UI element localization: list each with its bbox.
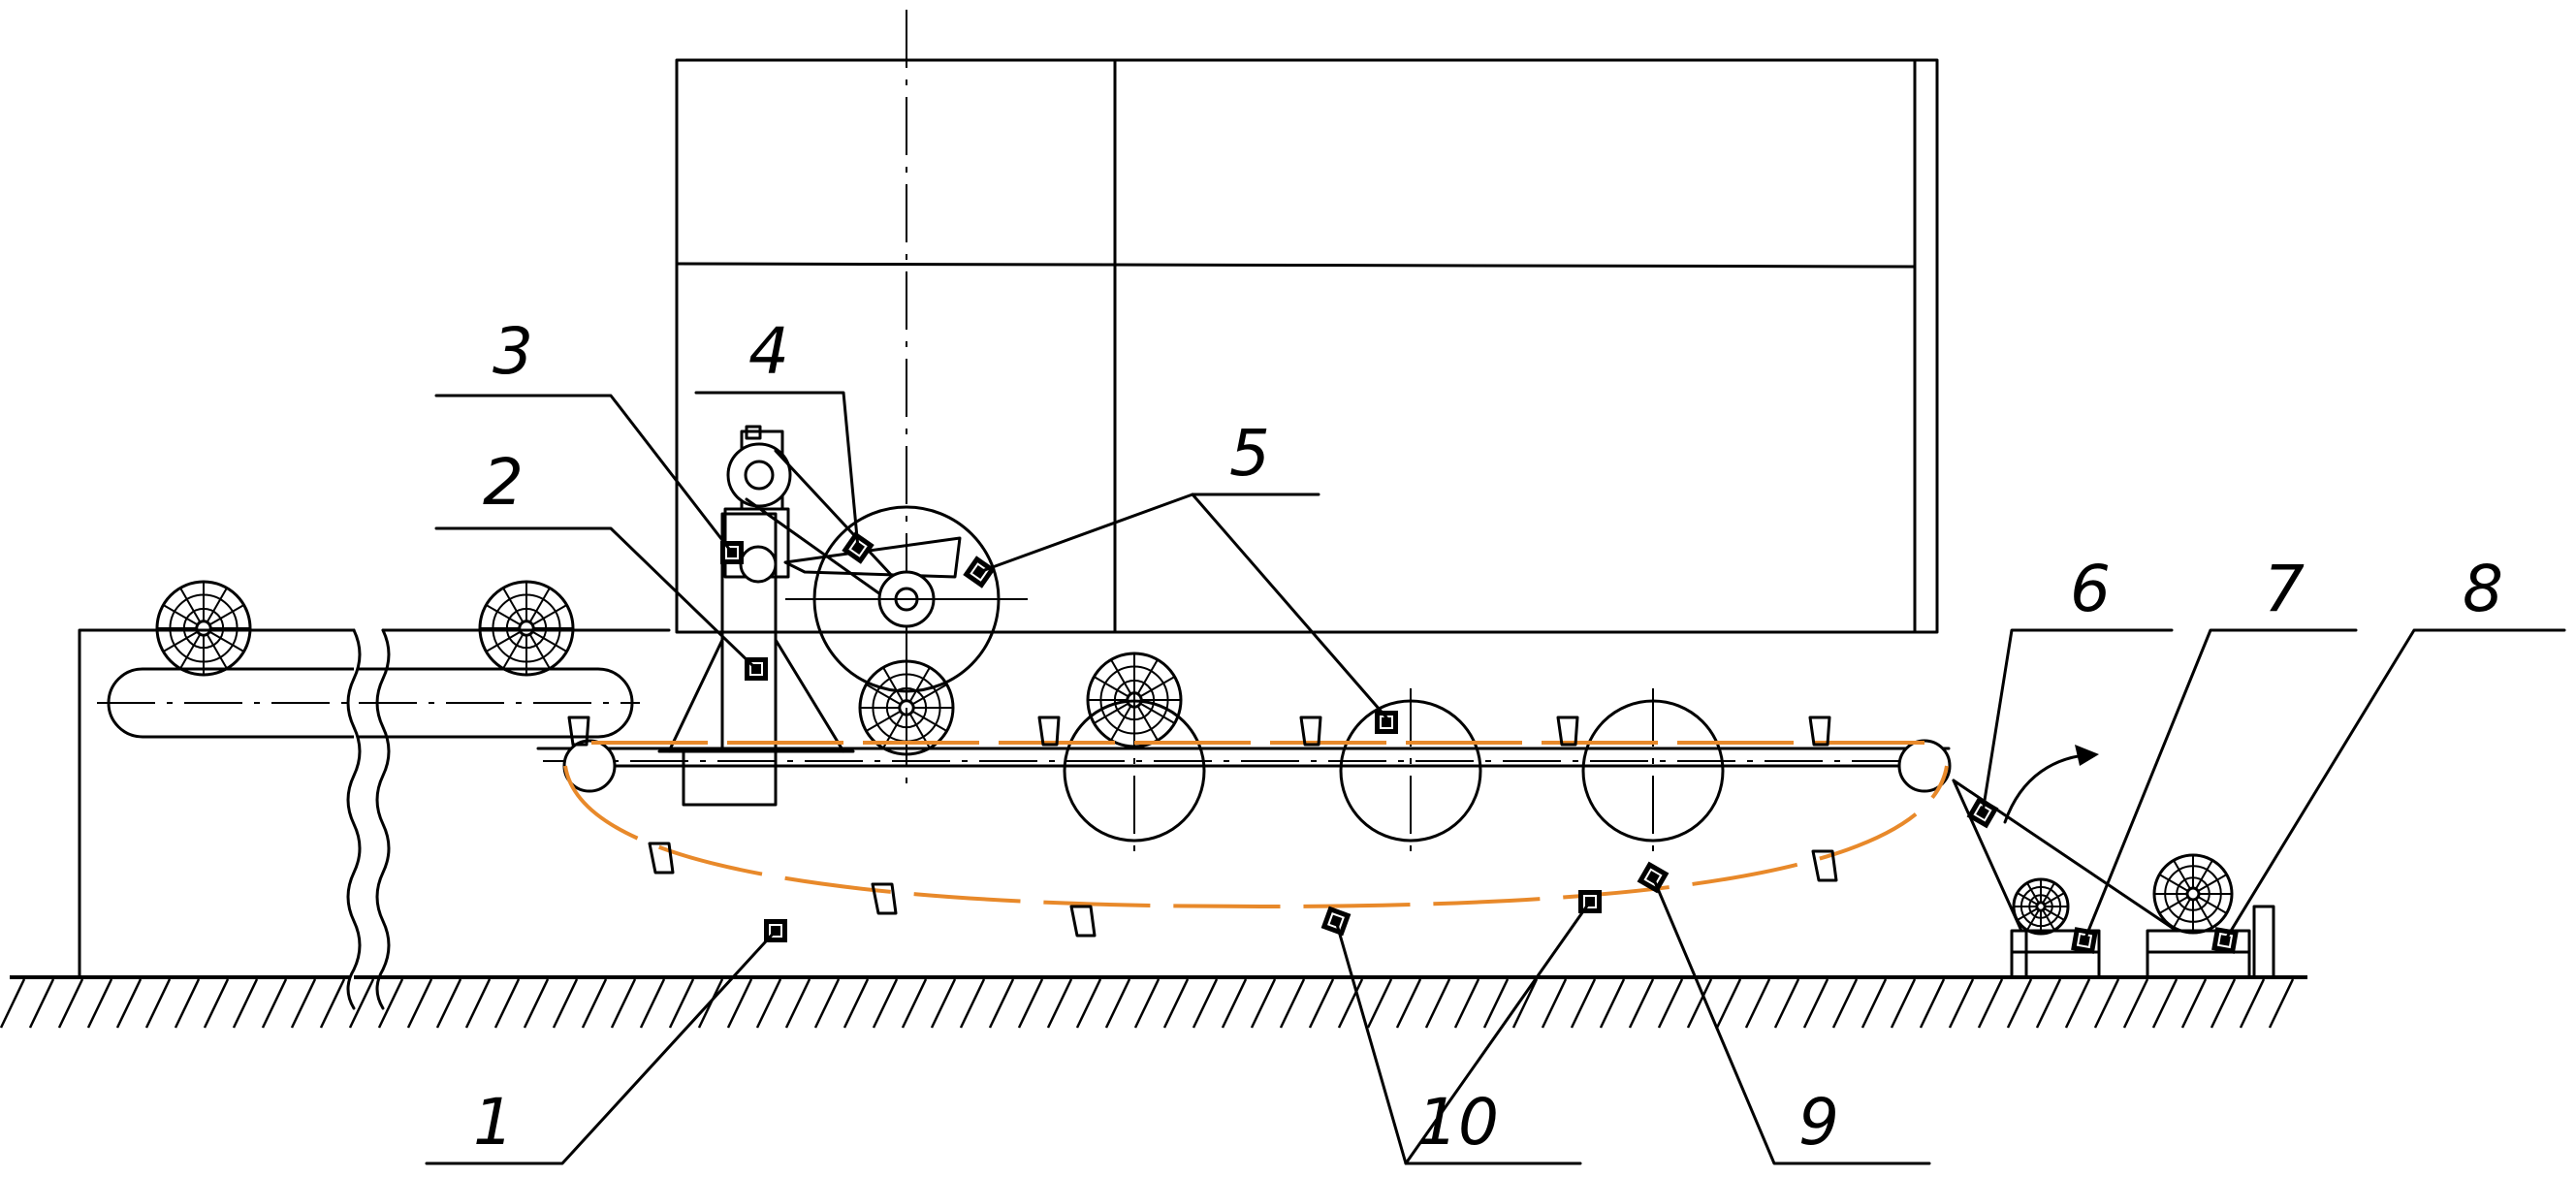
- cutting-mechanism: [723, 425, 1028, 693]
- workpiece: [1375, 711, 1398, 734]
- chain-flights: [567, 716, 1838, 938]
- callout-labels: 1 2 3 4 5 6 7 8 9 10: [473, 314, 2503, 1160]
- ground: [0, 975, 2307, 1029]
- label-8: 8: [2463, 552, 2503, 626]
- leader-lines: [425, 391, 2566, 1165]
- label-2: 2: [483, 445, 524, 520]
- chamber-housing: [675, 58, 1939, 634]
- label-4: 4: [748, 314, 789, 389]
- spoked-wheel: [2012, 877, 2070, 936]
- label-5: 5: [1229, 416, 1270, 491]
- label-9: 9: [1798, 1085, 1839, 1160]
- workpieces: [720, 531, 2239, 954]
- feed-table: [78, 628, 671, 1010]
- label-7: 7: [2264, 552, 2305, 626]
- label-1: 1: [473, 1085, 514, 1160]
- spoked-wheel: [155, 580, 252, 677]
- conveyor-chain: [563, 741, 1949, 909]
- label-6: 6: [2070, 552, 2111, 626]
- support-stand: [657, 512, 855, 807]
- ground-hatching: [0, 978, 2295, 1029]
- spoked-wheel: [478, 580, 575, 677]
- label-3: 3: [493, 314, 533, 389]
- label-10: 10: [1417, 1085, 1499, 1160]
- conveyor-rails: [536, 739, 1952, 793]
- spoked-wheel: [2152, 853, 2234, 935]
- lower-rollers: [1063, 688, 1725, 853]
